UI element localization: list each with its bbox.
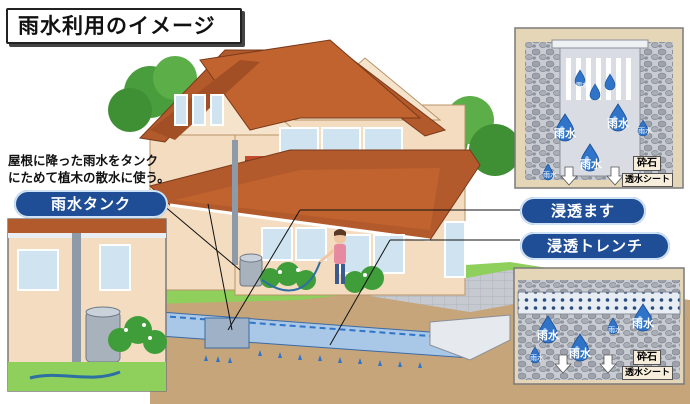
basin-drop-label-small-1: 雨水 [543, 171, 557, 179]
trench-drop-label-2: 雨水 [569, 347, 591, 360]
trench-sheet-label: 透水シート [622, 366, 674, 380]
trench-drop-label-small-1: 雨水 [530, 354, 544, 362]
underground-section [149, 193, 520, 368]
rain-tank-inset [7, 218, 167, 392]
description-line-1: 屋根に降った雨水をタンク [8, 153, 159, 168]
page-title: 雨水利用のイメージ [6, 8, 242, 44]
basin-drop-label-small-2: 雨水 [638, 127, 652, 135]
infiltration-basin-label: 浸透ます [520, 197, 646, 225]
basin-drop-label-2: 雨水 [607, 117, 629, 130]
infiltration-trench-label: 浸透トレンチ [520, 232, 670, 260]
basin-sheet-label: 透水シート [622, 173, 674, 187]
trench-drop-label-small-2: 雨水 [608, 326, 622, 334]
basin-drop-label-1: 雨水 [554, 127, 576, 140]
basin-gravel-label: 砕石 [633, 156, 661, 171]
trench-drop-label-3: 雨水 [632, 317, 654, 330]
rain-tank-label: 雨水タンク [14, 190, 168, 218]
trench-drop-label-1: 雨水 [537, 329, 559, 342]
basin-drop-label-small-3: 雨水 [576, 82, 589, 89]
house [138, 39, 481, 296]
description-line-2: にためて植木の散水に使う。 [8, 170, 170, 185]
basin-drop-label-3: 雨水 [580, 158, 602, 171]
description-text: 屋根に降った雨水をタンク にためて植木の散水に使う。 [8, 152, 170, 186]
trench-gravel-label: 砕石 [633, 350, 661, 365]
